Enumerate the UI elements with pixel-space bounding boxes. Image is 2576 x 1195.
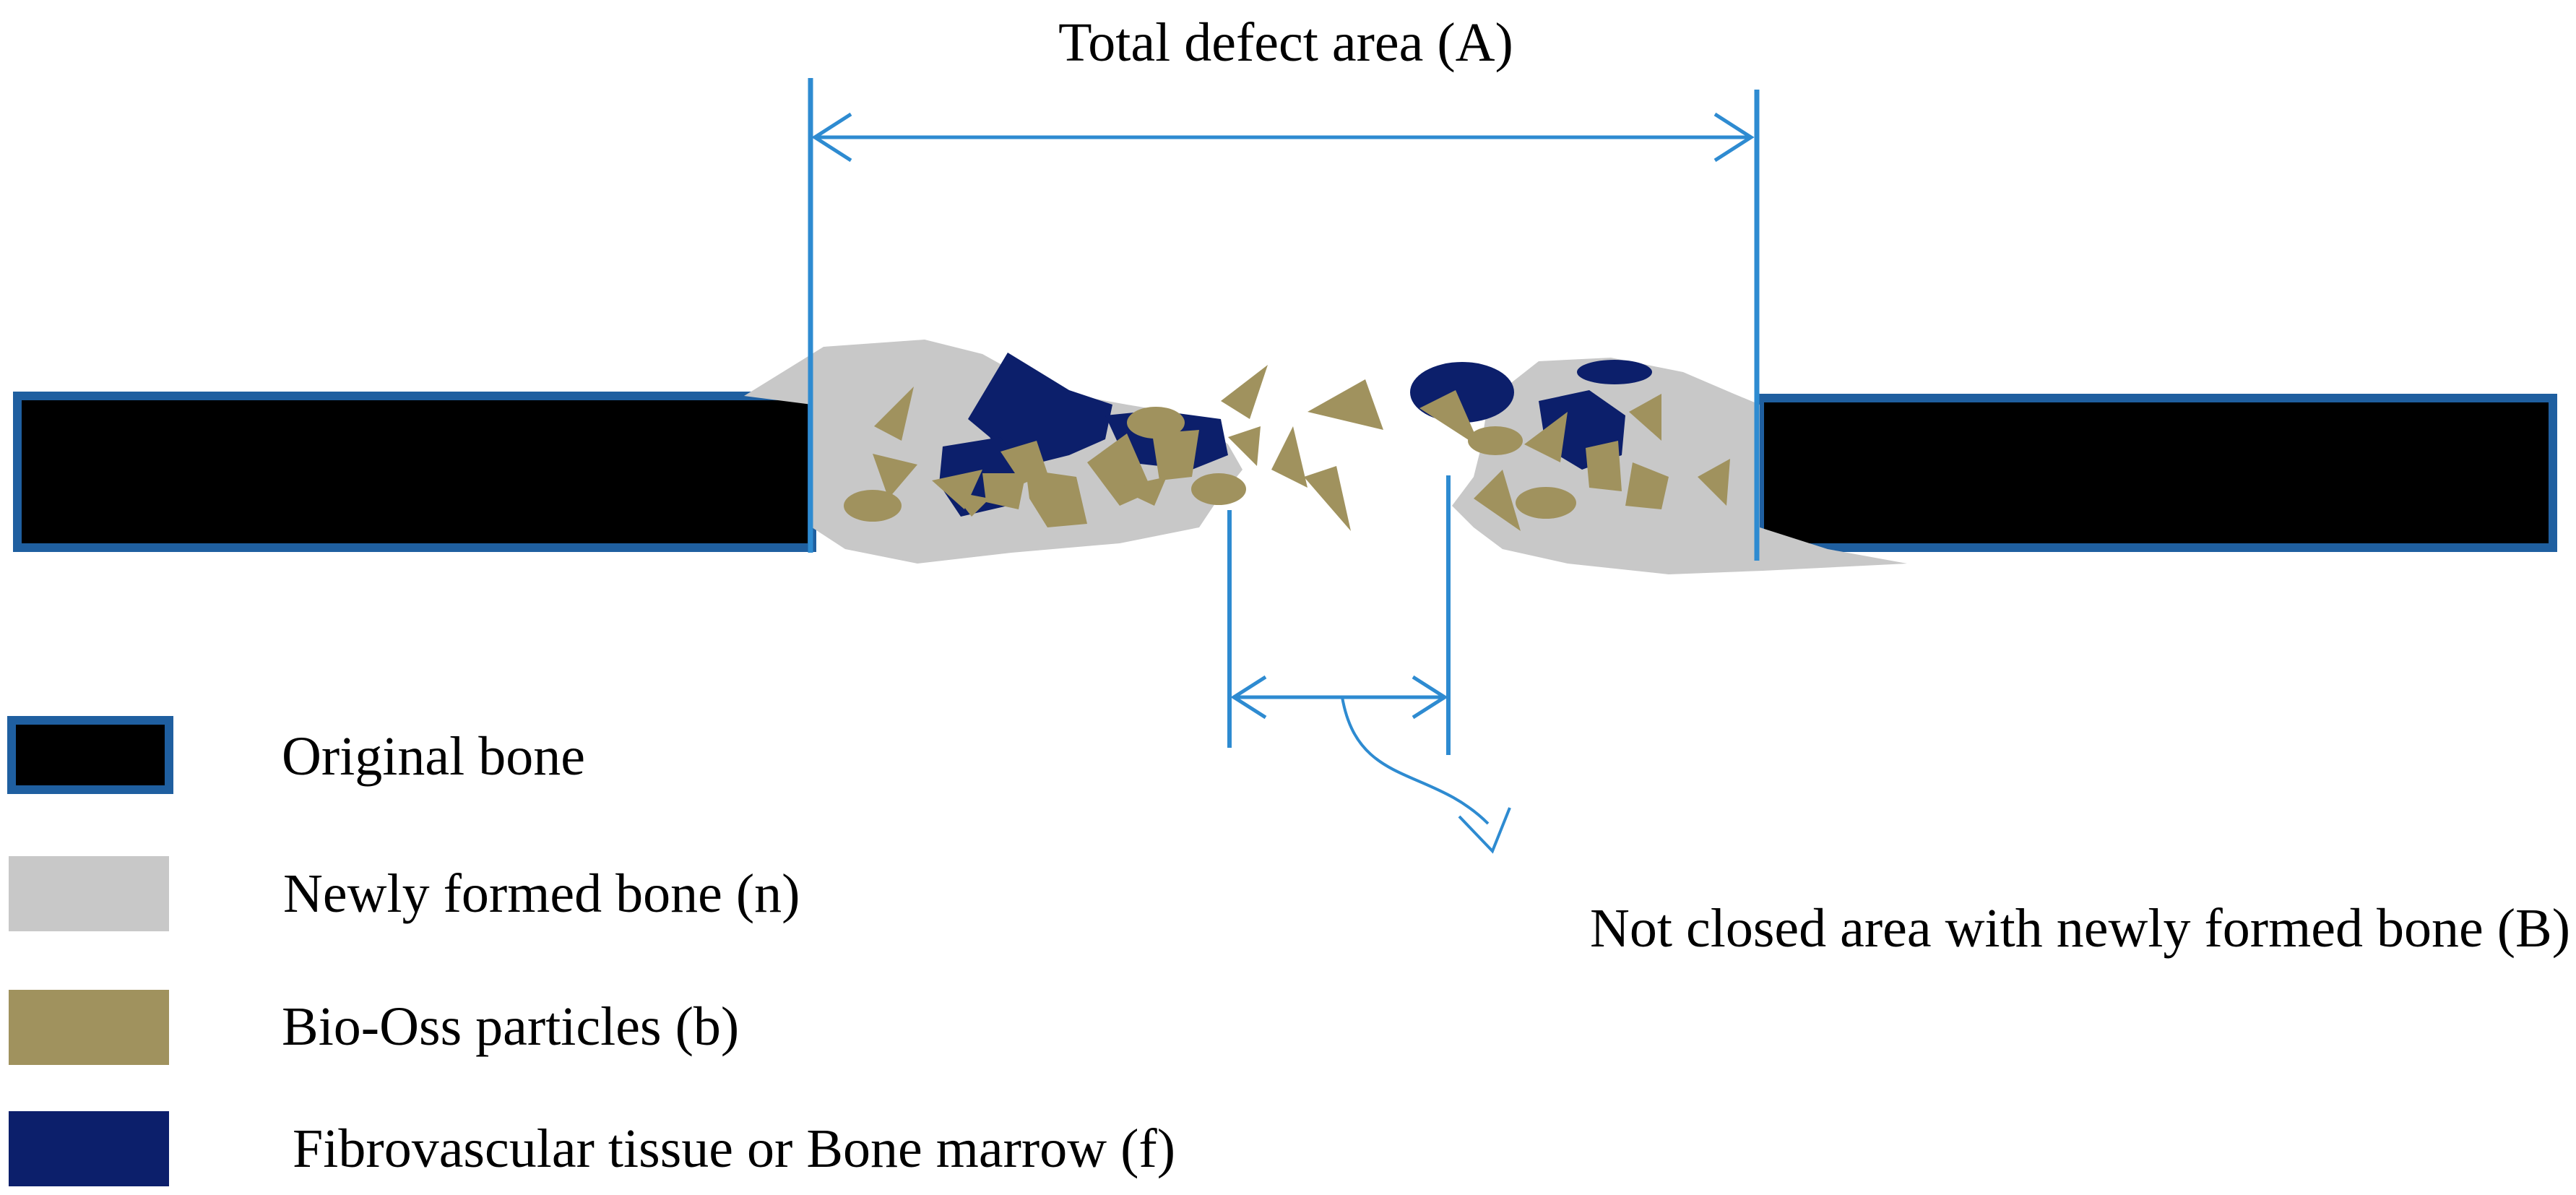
original-bone-right: [1755, 394, 2557, 552]
bio-oss-particles: [844, 365, 1730, 531]
bio-oss-particle: [1116, 477, 1167, 506]
bio-oss-particle: [1228, 426, 1261, 466]
legend-label-bio-oss: Bio-Oss particles (b): [282, 996, 739, 1057]
legend-label-new-bone: Newly formed bone (n): [283, 863, 800, 924]
fibro-patch: [1577, 360, 1652, 384]
bio-oss-particle: [1152, 430, 1199, 480]
bio-oss-particle: [1625, 462, 1669, 509]
bio-oss-particle: [1698, 459, 1730, 506]
bio-oss-particle: [1191, 473, 1246, 505]
legend-swatch-bio-oss: [9, 990, 169, 1065]
original-bone-left: [13, 392, 816, 552]
total-defect-label: Total defect area (A): [1058, 12, 1513, 73]
legend: Original bone Newly formed bone (n) Bio-…: [7, 716, 1175, 1186]
bio-oss-particle: [982, 473, 1026, 509]
bio-oss-particle: [873, 454, 917, 499]
bio-oss-particle: [1026, 470, 1087, 527]
callout-arrowhead: [1458, 807, 1511, 854]
bio-oss-particle: [1271, 426, 1308, 488]
not-closed-label: Not closed area with newly formed bone (…: [1590, 898, 2570, 959]
bio-oss-particle: [1344, 387, 1376, 419]
bio-oss-particle: [1221, 365, 1268, 419]
bio-oss-particle: [874, 387, 914, 441]
total-defect-arrow: [811, 112, 1755, 163]
legend-label-fibrovascular: Fibrovascular tissue or Bone marrow (f): [293, 1118, 1175, 1179]
legend-swatch-fibrovascular: [9, 1111, 169, 1186]
bio-oss-particle: [1524, 412, 1568, 462]
bio-oss-particle: [932, 470, 982, 509]
callout-curve: [1341, 696, 1490, 825]
legend-label-original-bone: Original bone: [282, 726, 585, 787]
bio-oss-particle: [1468, 426, 1523, 455]
bio-oss-particle: [1304, 466, 1351, 531]
legend-swatch-original-bone: [7, 716, 173, 794]
gap-arrow: [1230, 675, 1448, 720]
fibro-patch: [968, 353, 1112, 470]
bio-oss-particle: [1516, 487, 1576, 519]
bio-oss-particle: [1474, 470, 1521, 531]
bio-oss-particle: [1629, 394, 1661, 441]
bio-oss-particle: [844, 490, 902, 522]
bio-oss-particle: [1419, 390, 1481, 448]
bio-oss-particle: [1127, 407, 1185, 439]
legend-swatch-new-bone: [9, 856, 169, 931]
bio-oss-particle: [952, 491, 990, 517]
bio-oss-particle: [1586, 441, 1622, 491]
